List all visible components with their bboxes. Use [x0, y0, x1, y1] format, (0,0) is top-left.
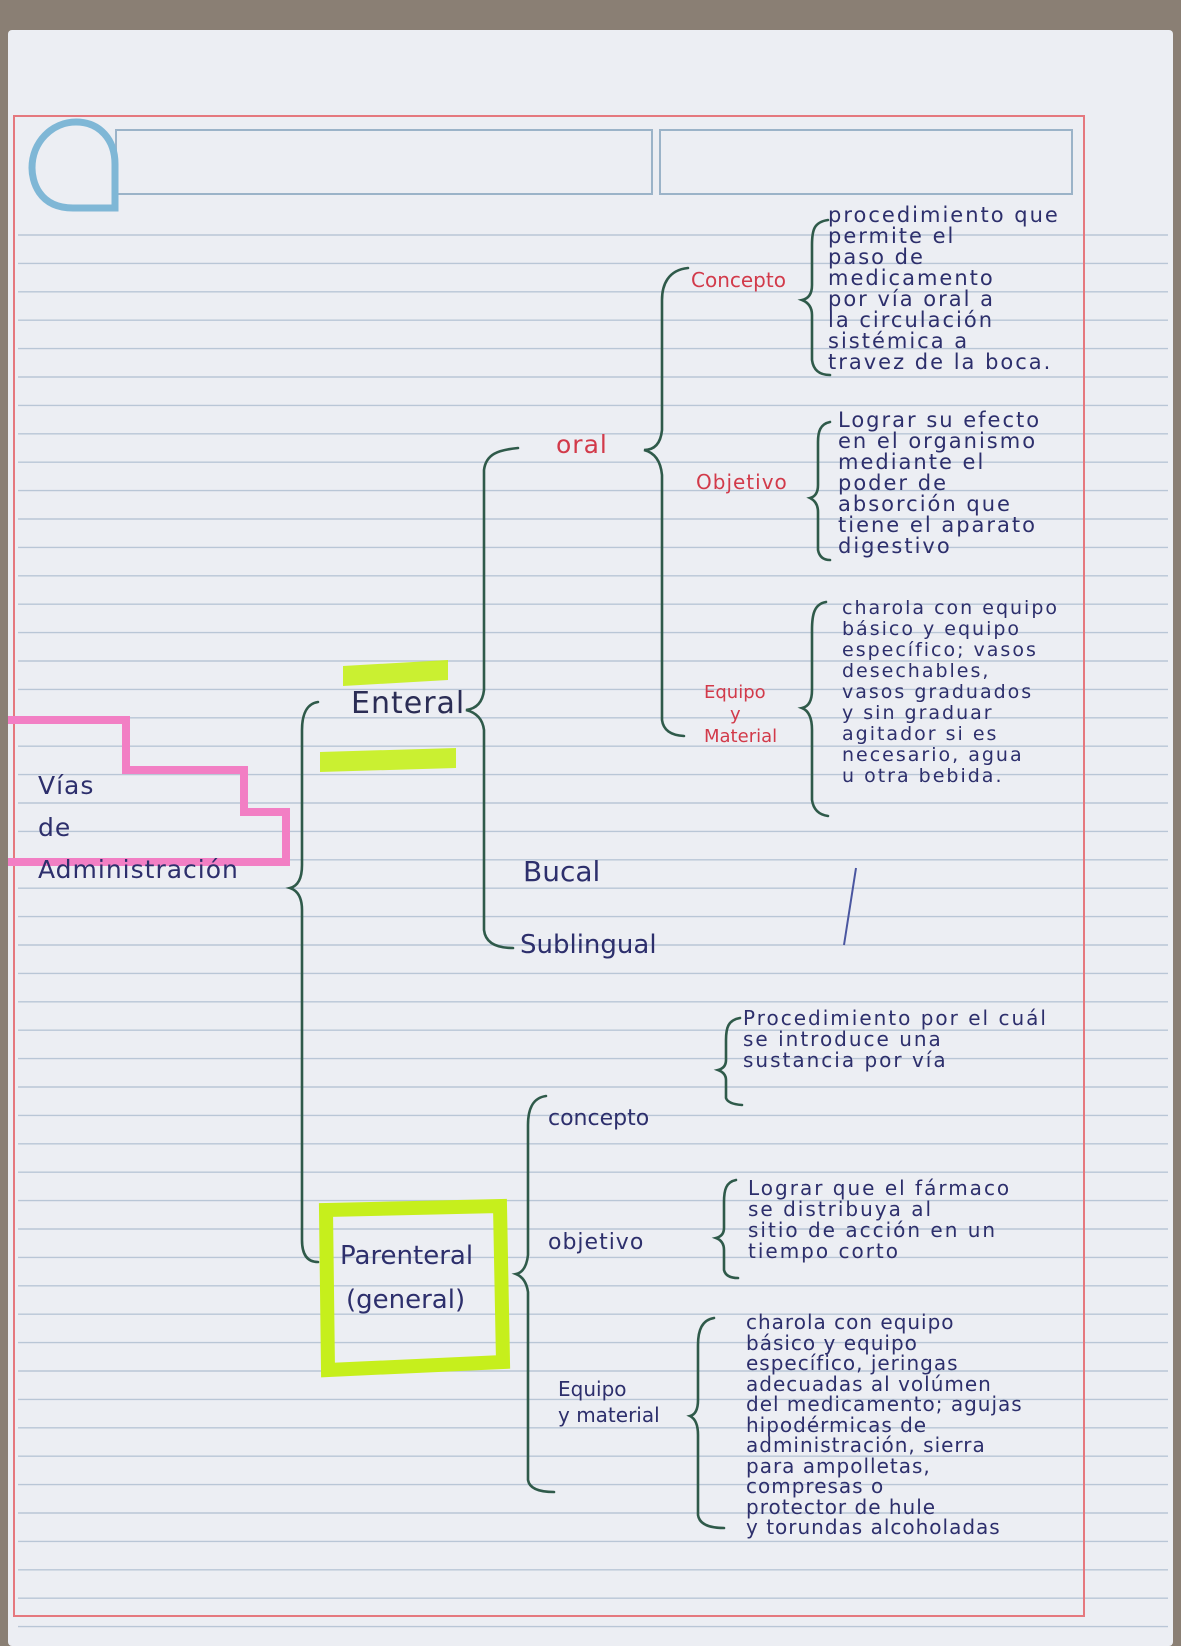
note-line: medicamento	[828, 266, 995, 290]
parenteral-equipo-label-2: y material	[558, 1403, 660, 1427]
note-line: específico; vasos	[842, 639, 1038, 661]
stray-stroke	[843, 867, 857, 946]
parenteral-label-2: (general)	[346, 1285, 466, 1315]
header-box-right	[659, 129, 1073, 195]
highlight-top	[343, 660, 448, 686]
page-drawing	[8, 115, 1168, 1628]
note-line: básico y equipo	[746, 1330, 918, 1355]
parenteral-equipo-label: Equipo y material	[558, 1376, 660, 1428]
note-line: se distribuya al	[748, 1197, 934, 1221]
note-line: charola con equipo	[746, 1310, 955, 1334]
note-line: compresas o	[746, 1474, 885, 1498]
note-line: se introduce una	[743, 1027, 943, 1051]
note-line: hipodérmicas de	[746, 1412, 928, 1437]
parenteral-highlight-box	[318, 1198, 511, 1378]
note-line: agitador si es	[842, 723, 999, 745]
oral-objetivo-label: Objetivo	[696, 470, 788, 494]
note-line: mediante el	[838, 450, 986, 474]
note-line: digestivo	[838, 534, 952, 558]
note-line: administración, sierra	[746, 1433, 986, 1457]
sublingual-label: Sublingual	[520, 930, 657, 960]
note-line: u otra bebida.	[842, 765, 1004, 787]
oral-equipo-label-1: Equipo	[704, 682, 766, 703]
note-line: procedimiento que	[828, 203, 1060, 227]
note-line: y sin graduar	[842, 702, 994, 724]
bucal-label: Bucal	[523, 855, 601, 888]
note-line: sitio de acción en un	[748, 1218, 998, 1242]
note-line: travez de la boca.	[828, 350, 1053, 374]
parenteral-objetivo-label: objetivo	[548, 1230, 645, 1255]
parenteral-concepto-label: concepto	[548, 1106, 650, 1131]
note-line: la circulación	[828, 308, 995, 332]
oral-concepto-label: Concepto	[691, 268, 786, 292]
oral-equipo-label: Equipo y Material	[704, 682, 777, 748]
root-highlight-frame	[8, 716, 290, 866]
note-line: absorción que	[838, 492, 1012, 516]
note-line: vasos graduados	[842, 681, 1034, 703]
note-line: Lograr que el fármaco	[748, 1176, 1012, 1200]
notebook-page: Vías de Administración Enteral oral Conc…	[8, 30, 1173, 1646]
note-line: específico, jeringas	[746, 1351, 959, 1375]
ruled-lines	[18, 234, 1168, 1628]
note-line: protector de hule	[746, 1494, 937, 1519]
note-line: para ampolletas,	[746, 1453, 931, 1478]
note-line: charola con equipo	[842, 597, 1060, 619]
root-line-2: de	[38, 813, 72, 842]
note-line: paso de	[828, 245, 925, 269]
note-line: tiempo corto	[748, 1239, 901, 1263]
root-title: Vías de Administración	[38, 765, 268, 891]
oral-equipo-label-3: Material	[704, 726, 778, 747]
note-line: Procedimiento por el cuál	[743, 1006, 1048, 1030]
enteral-label: Enteral	[351, 686, 466, 721]
corner-shape-icon	[28, 118, 119, 212]
oral-equipo-label-2: y	[730, 704, 741, 725]
parenteral-label-1: Parenteral	[340, 1241, 474, 1271]
note-line: adecuadas al volúmen	[746, 1371, 992, 1396]
oral-label: oral	[556, 430, 608, 459]
note-line: permite el	[828, 224, 956, 248]
note-line: poder de	[838, 471, 948, 495]
root-line-3: Administración	[38, 855, 239, 884]
parenteral-label: Parenteral (general)	[340, 1234, 473, 1322]
note-line: básico y equipo	[842, 618, 1022, 640]
note-line: del medicamento; agujas	[746, 1392, 1023, 1416]
note-line: tiene el aparato	[838, 513, 1037, 537]
note-line: sustancia por vía	[743, 1048, 948, 1072]
note-line: y torundas alcoholadas	[746, 1515, 1001, 1539]
parenteral-equipo-label-1: Equipo	[558, 1377, 627, 1401]
highlight-bottom	[320, 748, 456, 772]
root-line-1: Vías	[38, 771, 95, 800]
note-line: por vía oral a	[828, 287, 996, 311]
note-line: Lograr su efecto	[838, 408, 1042, 432]
note-line: sistémica a	[828, 329, 970, 353]
note-line: en el organismo	[838, 429, 1038, 453]
note-line: desechables,	[842, 660, 991, 682]
brackets	[285, 218, 832, 1530]
header-box-left	[115, 129, 653, 195]
note-line: necesario, agua	[842, 744, 1024, 766]
